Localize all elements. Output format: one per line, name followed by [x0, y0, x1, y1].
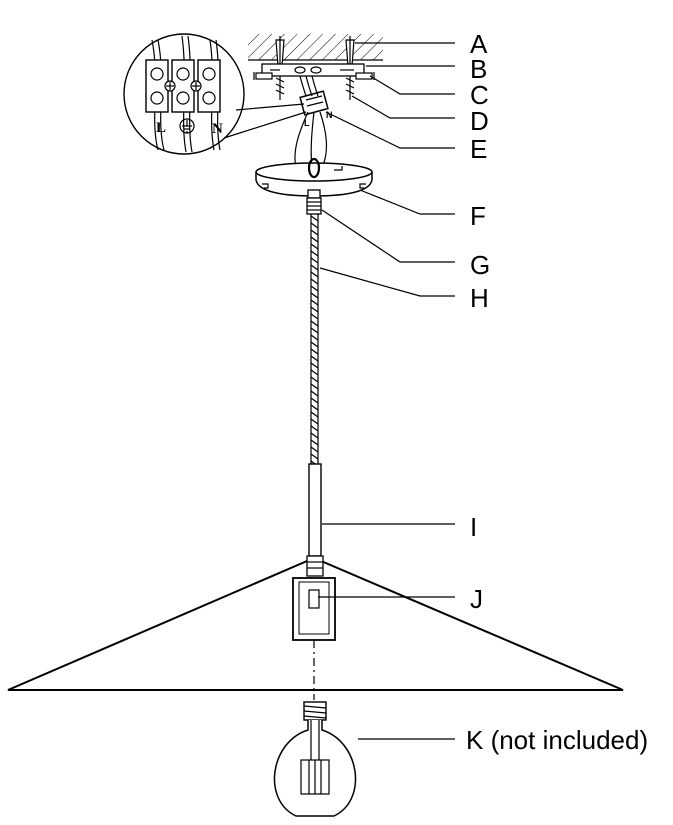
- leader-lines: [318, 42, 455, 740]
- bracket-screw-left: [253, 72, 273, 80]
- wire-tag-neutral: N: [326, 110, 333, 120]
- callout-a: A: [470, 29, 488, 59]
- mounting-bracket: [261, 63, 365, 77]
- light-bulb: [273, 701, 357, 817]
- callout-k: K (not included): [466, 725, 648, 755]
- callout-j: J: [470, 584, 483, 614]
- lamp-socket: [292, 555, 336, 641]
- callout-i: I: [470, 512, 477, 542]
- callout-c: C: [470, 80, 489, 110]
- cord-grip: [306, 189, 322, 215]
- callout-b: B: [470, 54, 487, 84]
- callout-h: H: [470, 283, 489, 313]
- braided-cable: [310, 214, 319, 467]
- callout-g: G: [470, 250, 490, 280]
- supply-wires: [294, 75, 328, 169]
- callout-d: D: [470, 106, 489, 136]
- ceiling: [248, 34, 383, 61]
- terminal-label-neutral: N: [212, 121, 223, 137]
- bracket-screw-right: [355, 72, 375, 80]
- callout-f: F: [470, 201, 486, 231]
- lamp-tube: [308, 463, 322, 557]
- wire-connector: L N: [299, 90, 333, 128]
- callout-e: E: [470, 134, 487, 164]
- earth-ground-icon: [179, 118, 195, 134]
- wire-tag-live: L: [304, 118, 310, 128]
- terminal-detail-callout: L N: [123, 33, 307, 155]
- ceiling-canopy: [255, 157, 373, 197]
- terminal-label-live: L: [156, 120, 166, 136]
